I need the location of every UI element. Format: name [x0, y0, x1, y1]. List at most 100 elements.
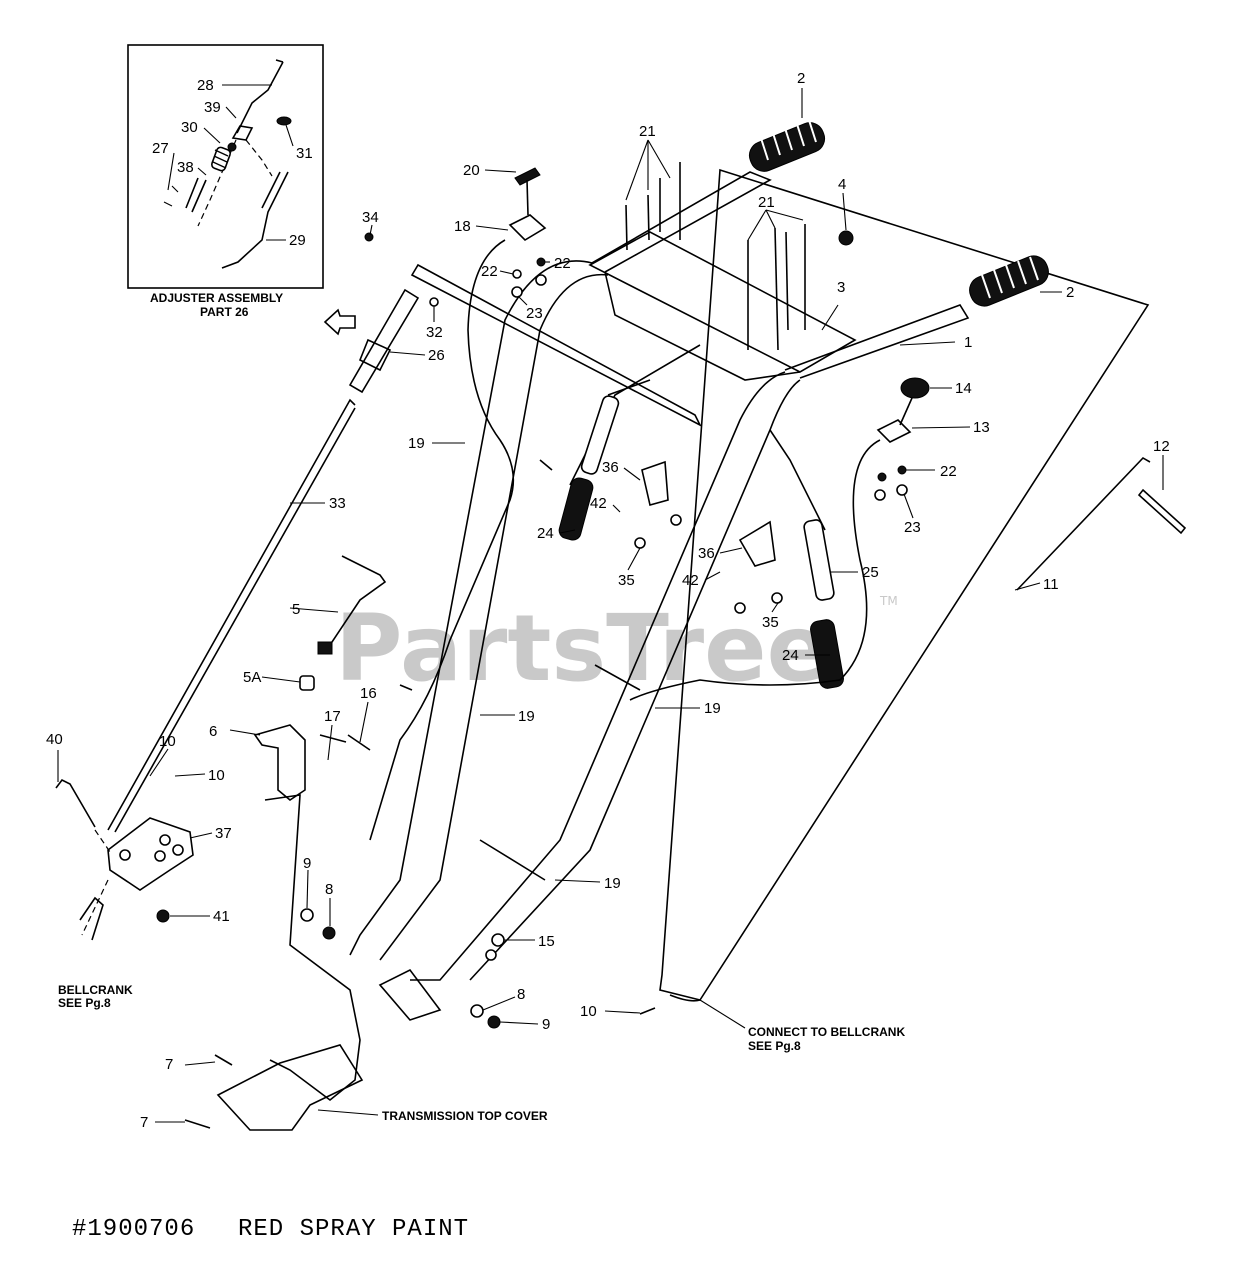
- callout-10-lower: 10: [208, 767, 225, 784]
- inset-part-29: [221, 171, 289, 269]
- inset-spring-coils: [212, 149, 229, 169]
- leader-9a: [306, 869, 309, 909]
- callout-21-right: 21: [758, 194, 775, 211]
- part-20-knob: [514, 167, 541, 216]
- part-23-nut-a: [511, 286, 523, 298]
- footer-description: RED SPRAY PAINT: [238, 1216, 469, 1243]
- leader-35b: [771, 602, 779, 613]
- part-9-nut-b: [487, 1015, 501, 1029]
- part-2-grip-right: [969, 255, 1049, 307]
- callout-9-right: 9: [542, 1016, 550, 1033]
- note-bellcrank-1: BELLCRANK: [58, 983, 133, 997]
- callout-2-right: 2: [1066, 284, 1074, 301]
- part-5-knob: [317, 641, 333, 655]
- part-22-washer-b: [536, 257, 546, 267]
- part-35-nut-c: [734, 602, 746, 614]
- callout-19-d: 19: [604, 875, 621, 892]
- callout-18: 18: [454, 218, 471, 235]
- inset-part-31: [276, 116, 292, 126]
- leader-22a: [499, 270, 514, 275]
- leader-39: [225, 106, 237, 119]
- part-8-washer-a: [322, 926, 336, 940]
- direction-arrow: [323, 308, 356, 336]
- callout-35-right: 35: [762, 614, 779, 631]
- handle-left-rail-outer: [349, 260, 593, 956]
- part-6-bracket: [253, 724, 306, 801]
- part-22-washer-a: [512, 269, 522, 279]
- part-16-17-bolts: [319, 734, 371, 751]
- leader-7a: [184, 1061, 216, 1066]
- callout-7-lower: 7: [140, 1114, 148, 1131]
- part-23-nut-d: [896, 484, 908, 496]
- callout-3: 3: [837, 279, 845, 296]
- leader-1: [899, 341, 956, 346]
- callout-11: 11: [1043, 576, 1059, 593]
- leader-23b: [903, 493, 914, 519]
- leader-19d: [554, 879, 601, 883]
- part-7-plate: [216, 1044, 364, 1131]
- callout-38: 38: [177, 159, 194, 176]
- callout-15: 15: [538, 933, 555, 950]
- callout-22-a: 22: [481, 263, 498, 280]
- callout-16: 16: [360, 685, 377, 702]
- callout-22-c: 22: [940, 463, 957, 480]
- handle-right-upper: [784, 304, 970, 379]
- part-12-rod: [1016, 456, 1151, 591]
- footer: #1900706 RED SPRAY PAINT: [72, 1216, 469, 1243]
- handle-right-rail-outer: [410, 371, 786, 981]
- part-26-adjuster: [348, 288, 420, 394]
- callout-14: 14: [955, 380, 972, 397]
- leader-37: [189, 832, 213, 839]
- inset-part-38: [185, 177, 207, 213]
- inset-part-39: [227, 142, 237, 152]
- part-7-bolts: [184, 1054, 233, 1129]
- handle-left-upper: [591, 171, 772, 273]
- part-4-cap: [838, 230, 854, 246]
- part-24-right-grip: [810, 619, 844, 689]
- dashboard-top: [588, 231, 857, 373]
- part-19-clips: [399, 459, 641, 881]
- leader-24a: [559, 529, 576, 534]
- leader-27: [167, 152, 175, 191]
- callout-26: 26: [428, 347, 445, 364]
- callout-10-right: 10: [580, 1003, 597, 1020]
- part-12-spring: [1137, 488, 1187, 535]
- leader-10a: [149, 748, 169, 777]
- part-14-knob: [899, 377, 930, 426]
- callout-2-top: 2: [797, 70, 805, 87]
- part-9-nut-a: [300, 908, 314, 922]
- watermark-trademark: TM: [879, 594, 898, 608]
- leader-9b: [499, 1021, 539, 1025]
- callout-42-right: 42: [682, 572, 699, 589]
- inset-part-29b: [261, 171, 281, 209]
- callout-41: 41: [213, 908, 230, 925]
- note-connect-1: CONNECT TO BELLCRANK: [748, 1025, 905, 1039]
- callout-42-left: 42: [590, 495, 607, 512]
- leader-21b-3: [765, 209, 804, 221]
- handle-left-rail-inner: [379, 273, 609, 961]
- part-35-nut-d: [771, 592, 783, 604]
- callout-23-b: 23: [904, 519, 921, 536]
- part-13-bracket: [876, 419, 912, 443]
- leader-31: [285, 124, 294, 147]
- leader-18: [475, 225, 509, 231]
- part-37-hole-a: [119, 849, 131, 861]
- part-5a-bushing: [299, 675, 315, 691]
- part-19-cable-right: [629, 439, 881, 701]
- callout-19-c: 19: [704, 700, 721, 717]
- leader-lines: [57, 88, 1164, 1123]
- part-2-grip-top: [748, 116, 826, 172]
- callout-30: 30: [181, 119, 198, 136]
- callout-31: 31: [296, 145, 313, 162]
- part-34-bolt: [364, 232, 374, 242]
- callout-8-left: 8: [325, 881, 333, 898]
- part-26-adjuster-body: [358, 338, 392, 372]
- part-33-rod: [107, 398, 356, 831]
- notes: BELLCRANK SEE Pg.8 CONNECT TO BELLCRANK …: [58, 983, 905, 1123]
- callout-9-left: 9: [303, 855, 311, 872]
- leader-21b-1: [747, 209, 767, 241]
- crossbar: [410, 263, 702, 427]
- part-18-bracket: [508, 214, 547, 242]
- callout-7-upper: 7: [165, 1056, 173, 1073]
- callout-21-left: 21: [639, 123, 656, 140]
